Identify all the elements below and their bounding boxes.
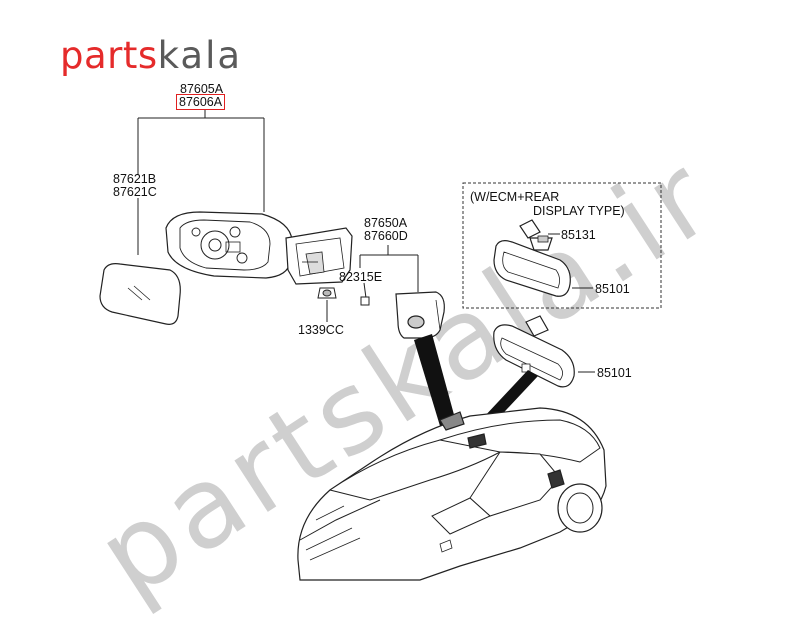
clip-82315e — [360, 296, 370, 306]
label-87660d[interactable]: 87660D — [364, 229, 408, 243]
label-87621c[interactable]: 87621C — [113, 185, 157, 199]
label-87650a[interactable]: 87650A — [364, 216, 408, 230]
nut-1339cc — [317, 287, 337, 299]
label-85101-standard[interactable]: 85101 — [597, 366, 632, 380]
label-85131[interactable]: 85131 — [561, 228, 596, 242]
option-note-line2: DISPLAY TYPE) — [533, 204, 625, 218]
logo-text-parts: parts — [60, 34, 158, 77]
option-box — [462, 182, 662, 309]
logo-text-kala: kala — [157, 34, 243, 77]
leader-lines — [137, 110, 595, 373]
inside-mirror-standard — [493, 315, 575, 388]
outside-mirror-assembly — [165, 211, 353, 285]
partskala-logo: parts kala — [60, 34, 243, 77]
label-1339cc[interactable]: 1339CC — [298, 323, 344, 337]
label-82315e[interactable]: 82315E — [339, 270, 383, 284]
car-body — [297, 407, 607, 581]
mirror-glass — [99, 263, 181, 325]
label-85101-ecm[interactable]: 85101 — [595, 282, 630, 296]
label-87621b[interactable]: 87621B — [113, 172, 157, 186]
label-87606a[interactable]: 87606A — [176, 94, 226, 110]
option-note-line1: (W/ECM+REAR — [470, 190, 560, 204]
label-87605a: 87605A — [180, 82, 224, 96]
inside-mirror-ecm — [493, 219, 571, 297]
cover-87650a — [395, 291, 445, 339]
